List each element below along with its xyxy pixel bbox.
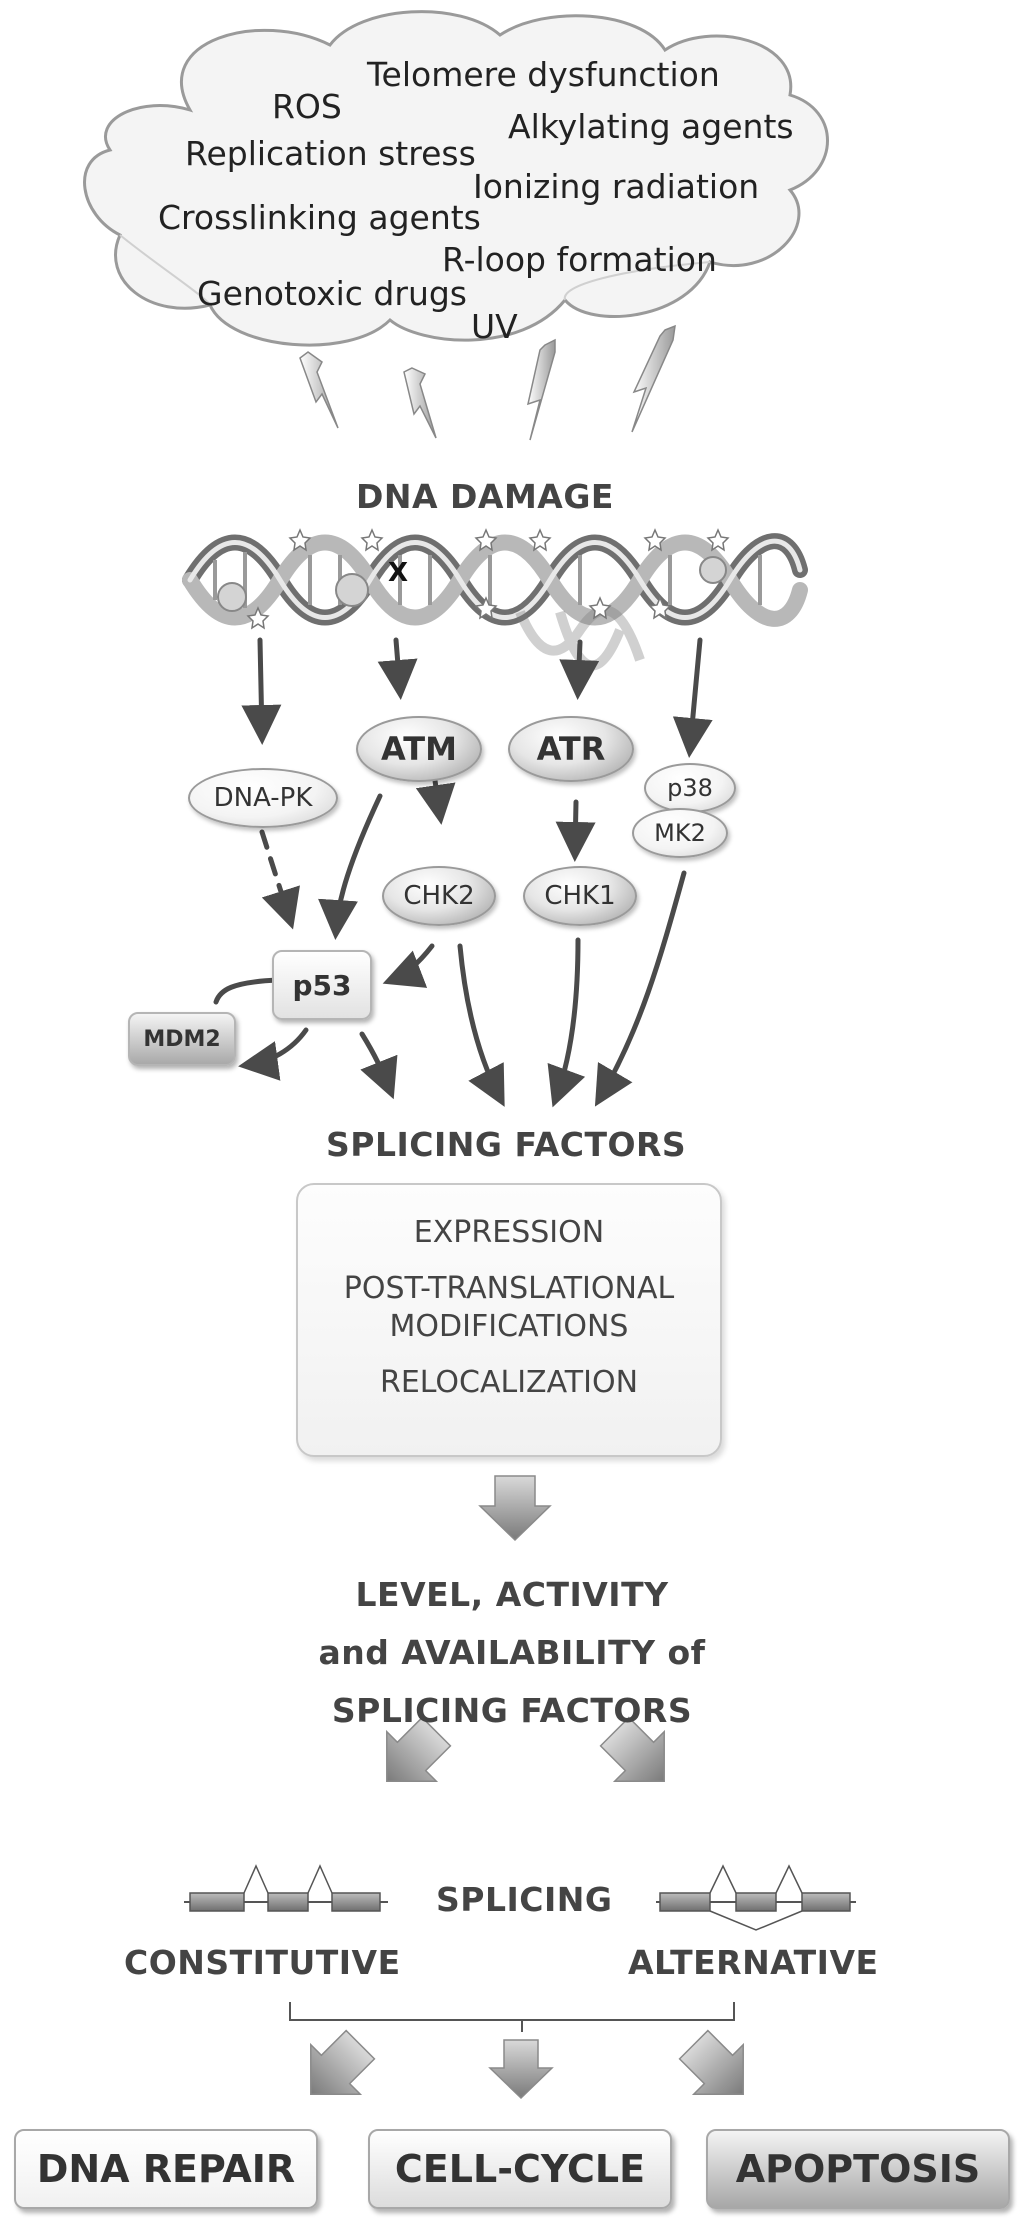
cloud-item: Alkylating agents bbox=[508, 107, 794, 146]
outcome-cell-cycle: CELL-CYCLE bbox=[368, 2129, 672, 2209]
arrow-atr-chk1 bbox=[555, 799, 596, 862]
cloud-item: UV bbox=[471, 307, 518, 346]
arrow-dnapk-p53-dashed bbox=[259, 829, 300, 930]
atr-node: ATR bbox=[508, 716, 634, 782]
arrow-to-dnapk bbox=[241, 637, 282, 745]
mdm2-node: MDM2 bbox=[128, 1012, 236, 1066]
dnapk-node: DNA-PK bbox=[188, 768, 338, 828]
p53-node: p53 bbox=[272, 950, 372, 1020]
cloud-item: Telomere dysfunction bbox=[367, 55, 720, 94]
outcome-apoptosis: APOPTOSIS bbox=[706, 2129, 1010, 2209]
cloud-item: Replication stress bbox=[185, 134, 476, 173]
level-line1: LEVEL, ACTIVITY bbox=[355, 1575, 669, 1614]
arrow-chk2-sf bbox=[457, 943, 505, 1107]
dna-damage-label: DNA DAMAGE bbox=[356, 477, 614, 516]
cloud-item: ROS bbox=[272, 87, 342, 126]
arrow-chk1-sf bbox=[547, 937, 586, 1108]
outcome-dna-repair: DNA REPAIR bbox=[14, 2129, 318, 2209]
arrow-to-atr bbox=[559, 639, 600, 700]
damage-sources-cloud bbox=[83, 10, 829, 347]
splicing-factors-box: EXPRESSION POST-TRANSLATIONAL MODIFICATI… bbox=[296, 1183, 722, 1457]
arrow-to-atm bbox=[377, 637, 418, 700]
level-line3: SPLICING FACTORS bbox=[331, 1691, 693, 1730]
inhibition-mdm2-p53 bbox=[213, 977, 281, 1005]
mk2-node: MK2 bbox=[632, 808, 728, 858]
alternative-splicing-diagram bbox=[656, 1864, 856, 1931]
arrow-down-1 bbox=[478, 1475, 552, 1542]
cloud-item: Crosslinking agents bbox=[158, 198, 481, 237]
splicing-factors-label: SPLICING FACTORS bbox=[326, 1125, 687, 1164]
outcome-bracket bbox=[289, 2002, 735, 2032]
arrow-p53-mdm2 bbox=[238, 1027, 309, 1081]
sf-relocalization: RELOCALIZATION bbox=[379, 1365, 639, 1400]
arrow-to-p38 bbox=[672, 637, 713, 758]
cloud-item: R-loop formation bbox=[442, 240, 717, 279]
p38-node: p38 bbox=[644, 763, 736, 813]
sf-expression: EXPRESSION bbox=[413, 1215, 605, 1250]
arrow-p53-sf bbox=[359, 1031, 398, 1100]
chk1-node: CHK1 bbox=[523, 866, 637, 926]
sf-ptm-line2: MODIFICATIONS bbox=[389, 1309, 629, 1344]
constitutive-label: CONSTITUTIVE bbox=[124, 1943, 401, 1982]
dna-helix bbox=[182, 528, 808, 671]
cloud-item: Genotoxic drugs bbox=[197, 274, 467, 313]
flow-arrows bbox=[310, 1475, 744, 2100]
dna-break-mark: X bbox=[388, 558, 409, 588]
arrow-atm-p53 bbox=[318, 793, 383, 940]
arrow-chk2-p53 bbox=[382, 943, 435, 988]
chk2-node: CHK2 bbox=[382, 866, 496, 926]
constitutive-splicing-diagram bbox=[184, 1864, 388, 1912]
alternative-label: ALTERNATIVE bbox=[628, 1943, 879, 1982]
sf-ptm-line1: POST-TRANSLATIONAL bbox=[343, 1271, 675, 1306]
cloud-item: Ionizing radiation bbox=[473, 167, 760, 206]
atm-node: ATM bbox=[356, 716, 482, 782]
lightning-bolt-icons bbox=[299, 324, 676, 441]
level-line2: and AVAILABILITY of bbox=[318, 1633, 706, 1672]
splicing-label: SPLICING bbox=[436, 1880, 613, 1919]
arrow-mk2-sf bbox=[594, 870, 687, 1107]
